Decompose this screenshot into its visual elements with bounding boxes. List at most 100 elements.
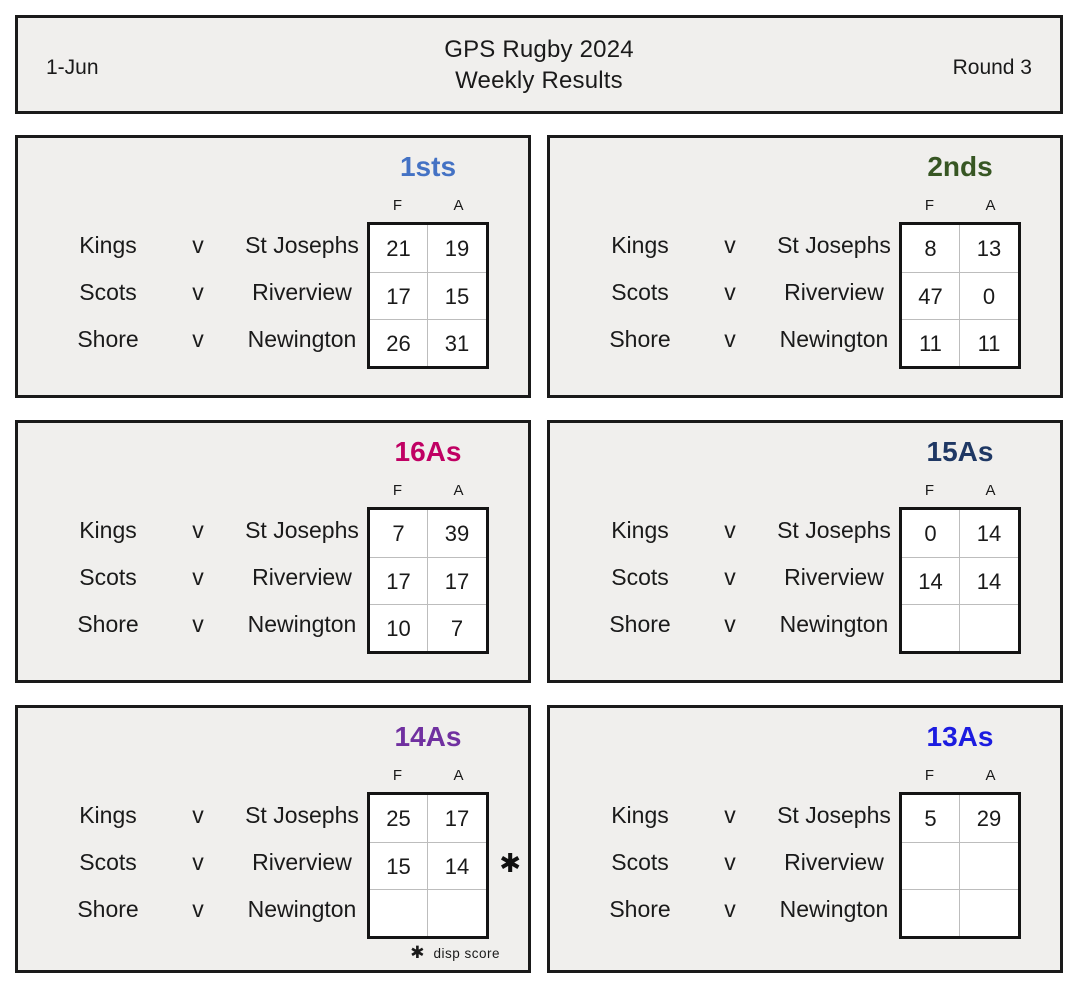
- column-header-against: A: [985, 482, 996, 499]
- match-row: Shore v Newington: [550, 601, 898, 648]
- score-cell-against: 14: [428, 842, 486, 889]
- score-cell-for: [902, 889, 960, 936]
- score-cell-against: 29: [960, 795, 1018, 842]
- column-header-for: F: [924, 767, 935, 784]
- match-row: Shore v Newington: [18, 886, 366, 933]
- panel-title: 2nds: [927, 151, 993, 182]
- home-team-label: Kings: [79, 517, 137, 543]
- away-team-label: Newington: [247, 896, 357, 922]
- match-row: Shore v Newington: [550, 316, 898, 363]
- away-team-label: St Josephs: [777, 802, 891, 828]
- score-cell-for: 25: [370, 795, 428, 842]
- score-table: 5 29: [899, 792, 1021, 939]
- score-cell-for: 17: [370, 557, 428, 604]
- score-cell-against: [960, 604, 1018, 651]
- score-cell-for: 21: [370, 225, 428, 272]
- column-header-against: A: [985, 767, 996, 784]
- away-team-label: Newington: [779, 896, 889, 922]
- score-cell-for: 17: [370, 272, 428, 319]
- match-list: Kings v St Josephs Scots v Riverview Sho…: [550, 222, 898, 363]
- score-cell-against: 19: [428, 225, 486, 272]
- score-cell-against: 11: [960, 319, 1018, 366]
- away-team-label: St Josephs: [245, 802, 359, 828]
- match-list: Kings v St Josephs Scots v Riverview Sho…: [550, 507, 898, 648]
- score-table: 8 13 47 0 11 11: [899, 222, 1021, 369]
- date-label: 1-Jun: [46, 55, 99, 79]
- score-cell-for: 26: [370, 319, 428, 366]
- match-row: Scots v Riverview: [550, 839, 898, 886]
- score-cell-for: [902, 842, 960, 889]
- match-row: Scots v Riverview: [550, 554, 898, 601]
- score-table: 7 39 17 17 10 7: [367, 507, 489, 654]
- vs-label: v: [724, 611, 736, 637]
- score-cell-against: [428, 889, 486, 936]
- home-team-label: Kings: [611, 232, 669, 258]
- round-label: Round 3: [952, 55, 1032, 79]
- match-row: Kings v St Josephs: [550, 507, 898, 554]
- match-row: Kings v St Josephs: [18, 792, 366, 839]
- column-header-against: A: [985, 197, 996, 214]
- away-team-label: Newington: [247, 326, 357, 352]
- panel-2nds: 2nds F A Kings v St Josephs Scots v Rive…: [547, 135, 1063, 398]
- home-team-label: Shore: [609, 611, 671, 637]
- panel-15as: 15As F A Kings v St Josephs Scots v Rive…: [547, 420, 1063, 683]
- vs-label: v: [192, 517, 204, 543]
- score-cell-for: 7: [370, 510, 428, 557]
- score-column-headers: F A: [367, 197, 489, 214]
- panel-1sts: 1sts F A Kings v St Josephs Scots v Rive…: [15, 135, 531, 398]
- vs-label: v: [724, 849, 736, 875]
- away-team-label: Riverview: [252, 849, 352, 875]
- vs-label: v: [192, 611, 204, 637]
- home-team-label: Scots: [79, 564, 137, 590]
- match-list: Kings v St Josephs Scots v Riverview Sho…: [18, 222, 366, 363]
- home-team-label: Kings: [611, 802, 669, 828]
- score-cell-for: 11: [902, 319, 960, 366]
- home-team-label: Kings: [79, 802, 137, 828]
- score-cell-for: 15: [370, 842, 428, 889]
- vs-label: v: [724, 896, 736, 922]
- vs-label: v: [192, 279, 204, 305]
- column-header-against: A: [453, 197, 464, 214]
- page-title: GPS Rugby 2024: [444, 35, 634, 63]
- score-cell-against: 13: [960, 225, 1018, 272]
- score-cell-against: 0: [960, 272, 1018, 319]
- away-team-label: St Josephs: [245, 232, 359, 258]
- vs-label: v: [724, 232, 736, 258]
- match-row: Scots v Riverview: [18, 269, 366, 316]
- vs-label: v: [724, 279, 736, 305]
- home-team-label: Scots: [79, 279, 137, 305]
- match-row: Kings v St Josephs: [550, 792, 898, 839]
- score-cell-against: 14: [960, 510, 1018, 557]
- score-column-headers: F A: [899, 197, 1021, 214]
- page-subtitle: Weekly Results: [455, 66, 623, 94]
- vs-label: v: [192, 896, 204, 922]
- column-header-for: F: [392, 482, 403, 499]
- away-team-label: St Josephs: [777, 232, 891, 258]
- away-team-label: St Josephs: [777, 517, 891, 543]
- match-list: Kings v St Josephs Scots v Riverview Sho…: [550, 792, 898, 933]
- results-sheet: 1-Jun GPS Rugby 2024 Weekly Results Roun…: [15, 15, 1063, 973]
- score-column-headers: F A: [367, 767, 489, 784]
- vs-label: v: [192, 326, 204, 352]
- panel-title: 13As: [926, 721, 994, 752]
- match-row: Kings v St Josephs: [18, 507, 366, 554]
- score-cell-for: 0: [902, 510, 960, 557]
- away-team-label: Riverview: [784, 564, 884, 590]
- score-cell-for: [370, 889, 428, 936]
- score-table: 25 17 15 14: [367, 792, 489, 939]
- score-cell-against: 39: [428, 510, 486, 557]
- home-team-label: Shore: [77, 896, 139, 922]
- column-header-for: F: [392, 767, 403, 784]
- footnote-label: disp score: [433, 945, 500, 961]
- score-cell-for: 47: [902, 272, 960, 319]
- score-cell-against: 17: [428, 795, 486, 842]
- vs-label: v: [192, 849, 204, 875]
- match-row: Scots v Riverview: [550, 269, 898, 316]
- score-table: 21 19 17 15 26 31: [367, 222, 489, 369]
- match-list: Kings v St Josephs Scots v Riverview Sho…: [18, 507, 366, 648]
- score-cell-against: 14: [960, 557, 1018, 604]
- match-list: Kings v St Josephs Scots v Riverview Sho…: [18, 792, 366, 933]
- away-team-label: Newington: [779, 611, 889, 637]
- vs-label: v: [724, 326, 736, 352]
- match-row: Shore v Newington: [18, 316, 366, 363]
